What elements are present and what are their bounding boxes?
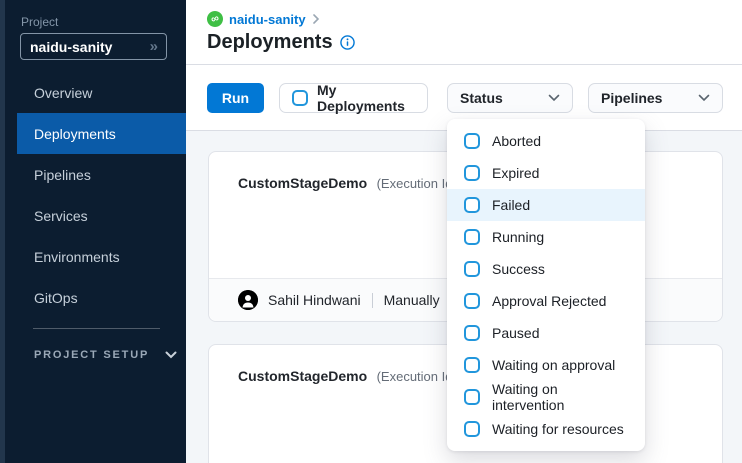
project-selector-value: naidu-sanity <box>30 38 113 55</box>
pipelines-filter-dropdown[interactable]: Pipelines <box>588 83 723 113</box>
page-header: ∞ naidu-sanity Deployments <box>186 0 742 65</box>
double-chevron-icon: » <box>149 38 158 55</box>
sidebar-item-pipelines[interactable]: Pipelines <box>34 166 91 183</box>
status-option-approval-rejected[interactable]: Approval Rejected <box>447 285 645 317</box>
breadcrumb-project-link[interactable]: naidu-sanity <box>229 11 306 27</box>
sidebar-item-gitops[interactable]: GitOps <box>34 289 78 306</box>
status-option-success[interactable]: Success <box>447 253 645 285</box>
sidebar-item-services[interactable]: Services <box>34 207 88 224</box>
my-deployments-checkbox[interactable] <box>292 90 308 106</box>
project-selector[interactable]: naidu-sanity » <box>20 33 167 60</box>
sidebar-rail <box>0 0 5 463</box>
my-deployments-label: My Deployments <box>317 82 405 114</box>
project-label: Project <box>21 15 59 29</box>
status-option-paused[interactable]: Paused <box>447 317 645 349</box>
status-options-menu: Aborted Expired Failed Running Success A… <box>447 119 645 451</box>
status-option-waiting-on-approval[interactable]: Waiting on approval <box>447 349 645 381</box>
checkbox[interactable] <box>464 357 480 373</box>
checkbox[interactable] <box>464 421 480 437</box>
checkbox[interactable] <box>464 133 480 149</box>
sidebar-divider <box>33 328 160 329</box>
pipeline-name: CustomStageDemo <box>238 175 368 191</box>
status-option-failed[interactable]: Failed <box>447 189 645 221</box>
avatar <box>238 290 258 310</box>
checkbox[interactable] <box>464 229 480 245</box>
cd-module-icon: ∞ <box>204 8 226 30</box>
status-filter-dropdown[interactable]: Status <box>447 83 573 113</box>
chevron-down-icon <box>698 94 710 102</box>
checkbox[interactable] <box>464 261 480 277</box>
trigger-type: Manually <box>383 292 440 308</box>
page-title: Deployments <box>207 31 333 53</box>
execution-id-text: (Execution Id <box>376 369 453 384</box>
status-option-expired[interactable]: Expired <box>447 157 645 189</box>
status-option-waiting-on-intervention[interactable]: Waiting on intervention <box>447 381 645 413</box>
chevron-down-icon <box>548 94 560 102</box>
sidebar-nav: Overview Deployments Pipelines Services … <box>0 72 186 318</box>
execution-id-text: (Execution Id <box>376 176 453 191</box>
checkbox[interactable] <box>464 197 480 213</box>
footer-separator <box>371 292 373 308</box>
checkbox[interactable] <box>464 325 480 341</box>
status-option-running[interactable]: Running <box>447 221 645 253</box>
sidebar-item-deployments[interactable]: Deployments <box>17 113 186 154</box>
chevron-right-icon <box>312 14 320 24</box>
checkbox[interactable] <box>464 293 480 309</box>
triggered-by-user: Sahil Hindwani <box>268 292 361 308</box>
my-deployments-filter[interactable]: My Deployments <box>279 82 428 114</box>
checkbox[interactable] <box>464 165 480 181</box>
breadcrumb: ∞ naidu-sanity <box>204 8 320 30</box>
status-option-waiting-for-resources[interactable]: Waiting for resources <box>447 413 645 445</box>
sidebar-item-environments[interactable]: Environments <box>34 248 120 265</box>
run-button[interactable]: Run <box>207 83 264 113</box>
project-setup-toggle[interactable]: PROJECT SETUP <box>34 349 177 361</box>
sidebar-item-overview[interactable]: Overview <box>34 84 93 101</box>
pipeline-name: CustomStageDemo <box>238 368 368 384</box>
chevron-down-icon <box>165 351 177 359</box>
checkbox[interactable] <box>464 389 480 405</box>
info-icon[interactable] <box>339 35 355 50</box>
sidebar: Project naidu-sanity » Overview Deployme… <box>0 0 186 463</box>
status-option-aborted[interactable]: Aborted <box>447 125 645 157</box>
